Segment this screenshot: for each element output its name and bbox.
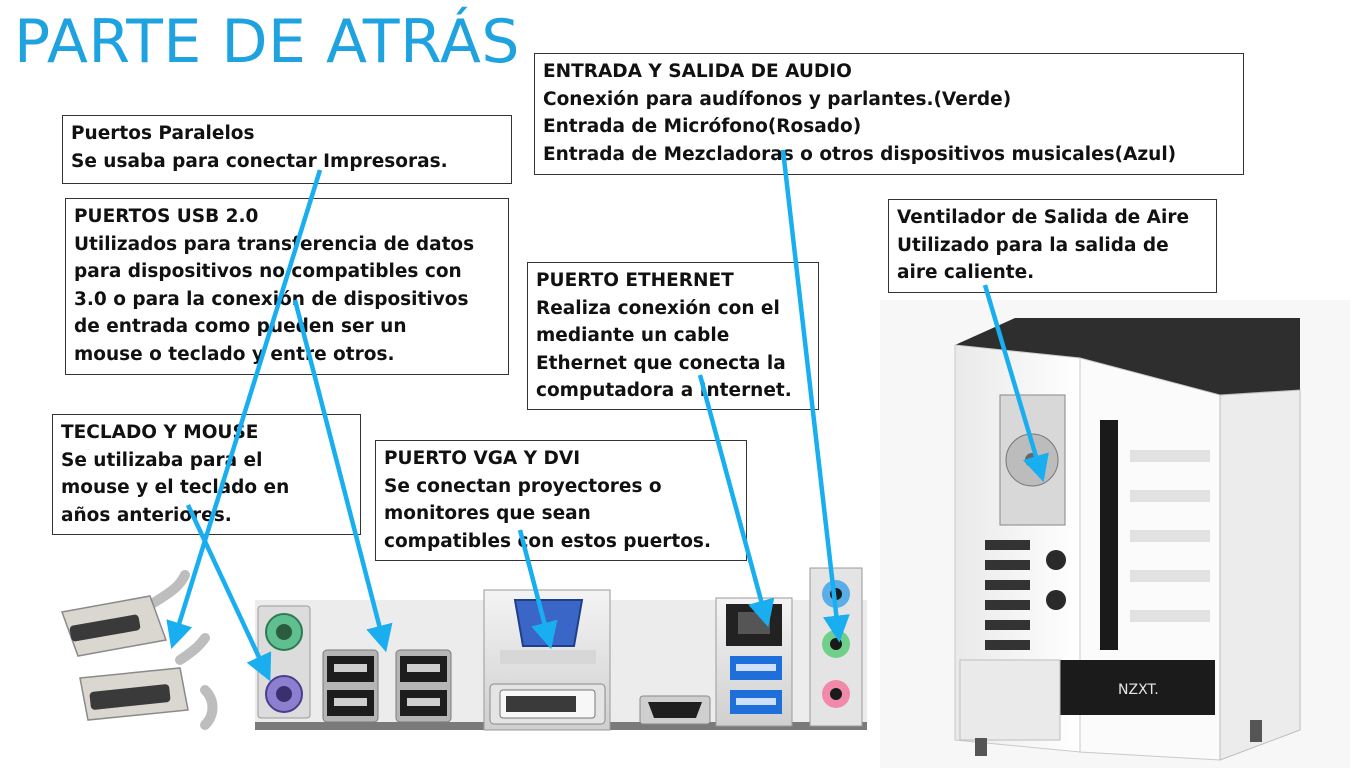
label-text: Utilizados para transferencia de datos: [74, 233, 475, 255]
page-title: PARTE DE ATRÁS: [14, 7, 520, 77]
case-logo: NZXT.: [1118, 682, 1159, 698]
label-heading: ENTRADA Y SALIDA DE AUDIO: [543, 61, 852, 82]
ps2-ports-icon: [257, 605, 311, 719]
label-text: computadora a Internet.: [536, 380, 792, 401]
label-text: de entrada como pueden ser un: [74, 316, 407, 337]
usb2-ports-icon: [322, 649, 452, 723]
label-heading: PUERTO ETHERNET: [536, 270, 734, 291]
label-text: Se utilizaba para el: [61, 449, 263, 471]
label-text: para dispositivos no compatibles con: [74, 261, 462, 282]
label-puerto-ethernet: PUERTO ETHERNET Realiza conexión con el …: [527, 262, 819, 410]
pc-case-icon: NZXT.: [880, 300, 1350, 768]
label-heading: PUERTO VGA Y DVI: [384, 448, 581, 469]
label-text: Entrada de Mezcladoras o otros dispositi…: [543, 143, 1177, 165]
label-text: Entrada de Micrófono(Rosado): [543, 116, 862, 137]
label-text: Se usaba para conectar Impresoras.: [71, 150, 448, 172]
label-text: compatibles con estos puertos.: [384, 530, 711, 552]
label-heading: PUERTOS USB 2.0: [74, 206, 259, 227]
label-text: 3.0 o para la conexión de dispositivos: [74, 288, 469, 310]
label-text: años anteriores.: [61, 504, 232, 526]
ethernet-usb3-ports-icon: [715, 597, 793, 727]
label-text: Se conectan proyectores o: [384, 475, 662, 497]
label-text: Ethernet que conecta la: [536, 352, 786, 374]
vga-dvi-ports-icon: [483, 589, 611, 731]
label-audio: ENTRADA Y SALIDA DE AUDIO Conexión para …: [534, 53, 1244, 175]
label-text: monitores que sean: [384, 503, 591, 524]
label-heading: TECLADO Y MOUSE: [61, 422, 259, 443]
label-teclado-mouse: TECLADO Y MOUSE Se utilizaba para el mou…: [52, 414, 361, 535]
label-heading: Ventilador de Salida de Aire: [897, 207, 1189, 228]
label-puertos-paralelos: Puertos Paralelos Se usaba para conectar…: [62, 115, 512, 184]
label-heading: Puertos Paralelos: [71, 123, 255, 144]
parallel-cable-icon: [60, 570, 218, 730]
label-text: aire caliente.: [897, 262, 1035, 283]
label-text: mediante un cable: [536, 325, 730, 346]
label-text: Utilizado para la salida de: [897, 234, 1169, 256]
io-panel: [255, 567, 867, 731]
label-puertos-usb: PUERTOS USB 2.0 Utilizados para transfer…: [65, 198, 509, 375]
label-ventilador: Ventilador de Salida de Aire Utilizado p…: [888, 199, 1217, 293]
audio-jacks-icon: [809, 567, 863, 727]
label-text: Realiza conexión con el: [536, 297, 780, 319]
label-text: Conexión para audífonos y parlantes.(Ver…: [543, 88, 1012, 110]
label-puerto-vga-dvi: PUERTO VGA Y DVI Se conectan proyectores…: [375, 440, 747, 561]
label-text: mouse o teclado y entre otros.: [74, 343, 395, 365]
label-text: mouse y el teclado en: [61, 477, 290, 498]
hdmi-port-icon: [639, 695, 711, 725]
